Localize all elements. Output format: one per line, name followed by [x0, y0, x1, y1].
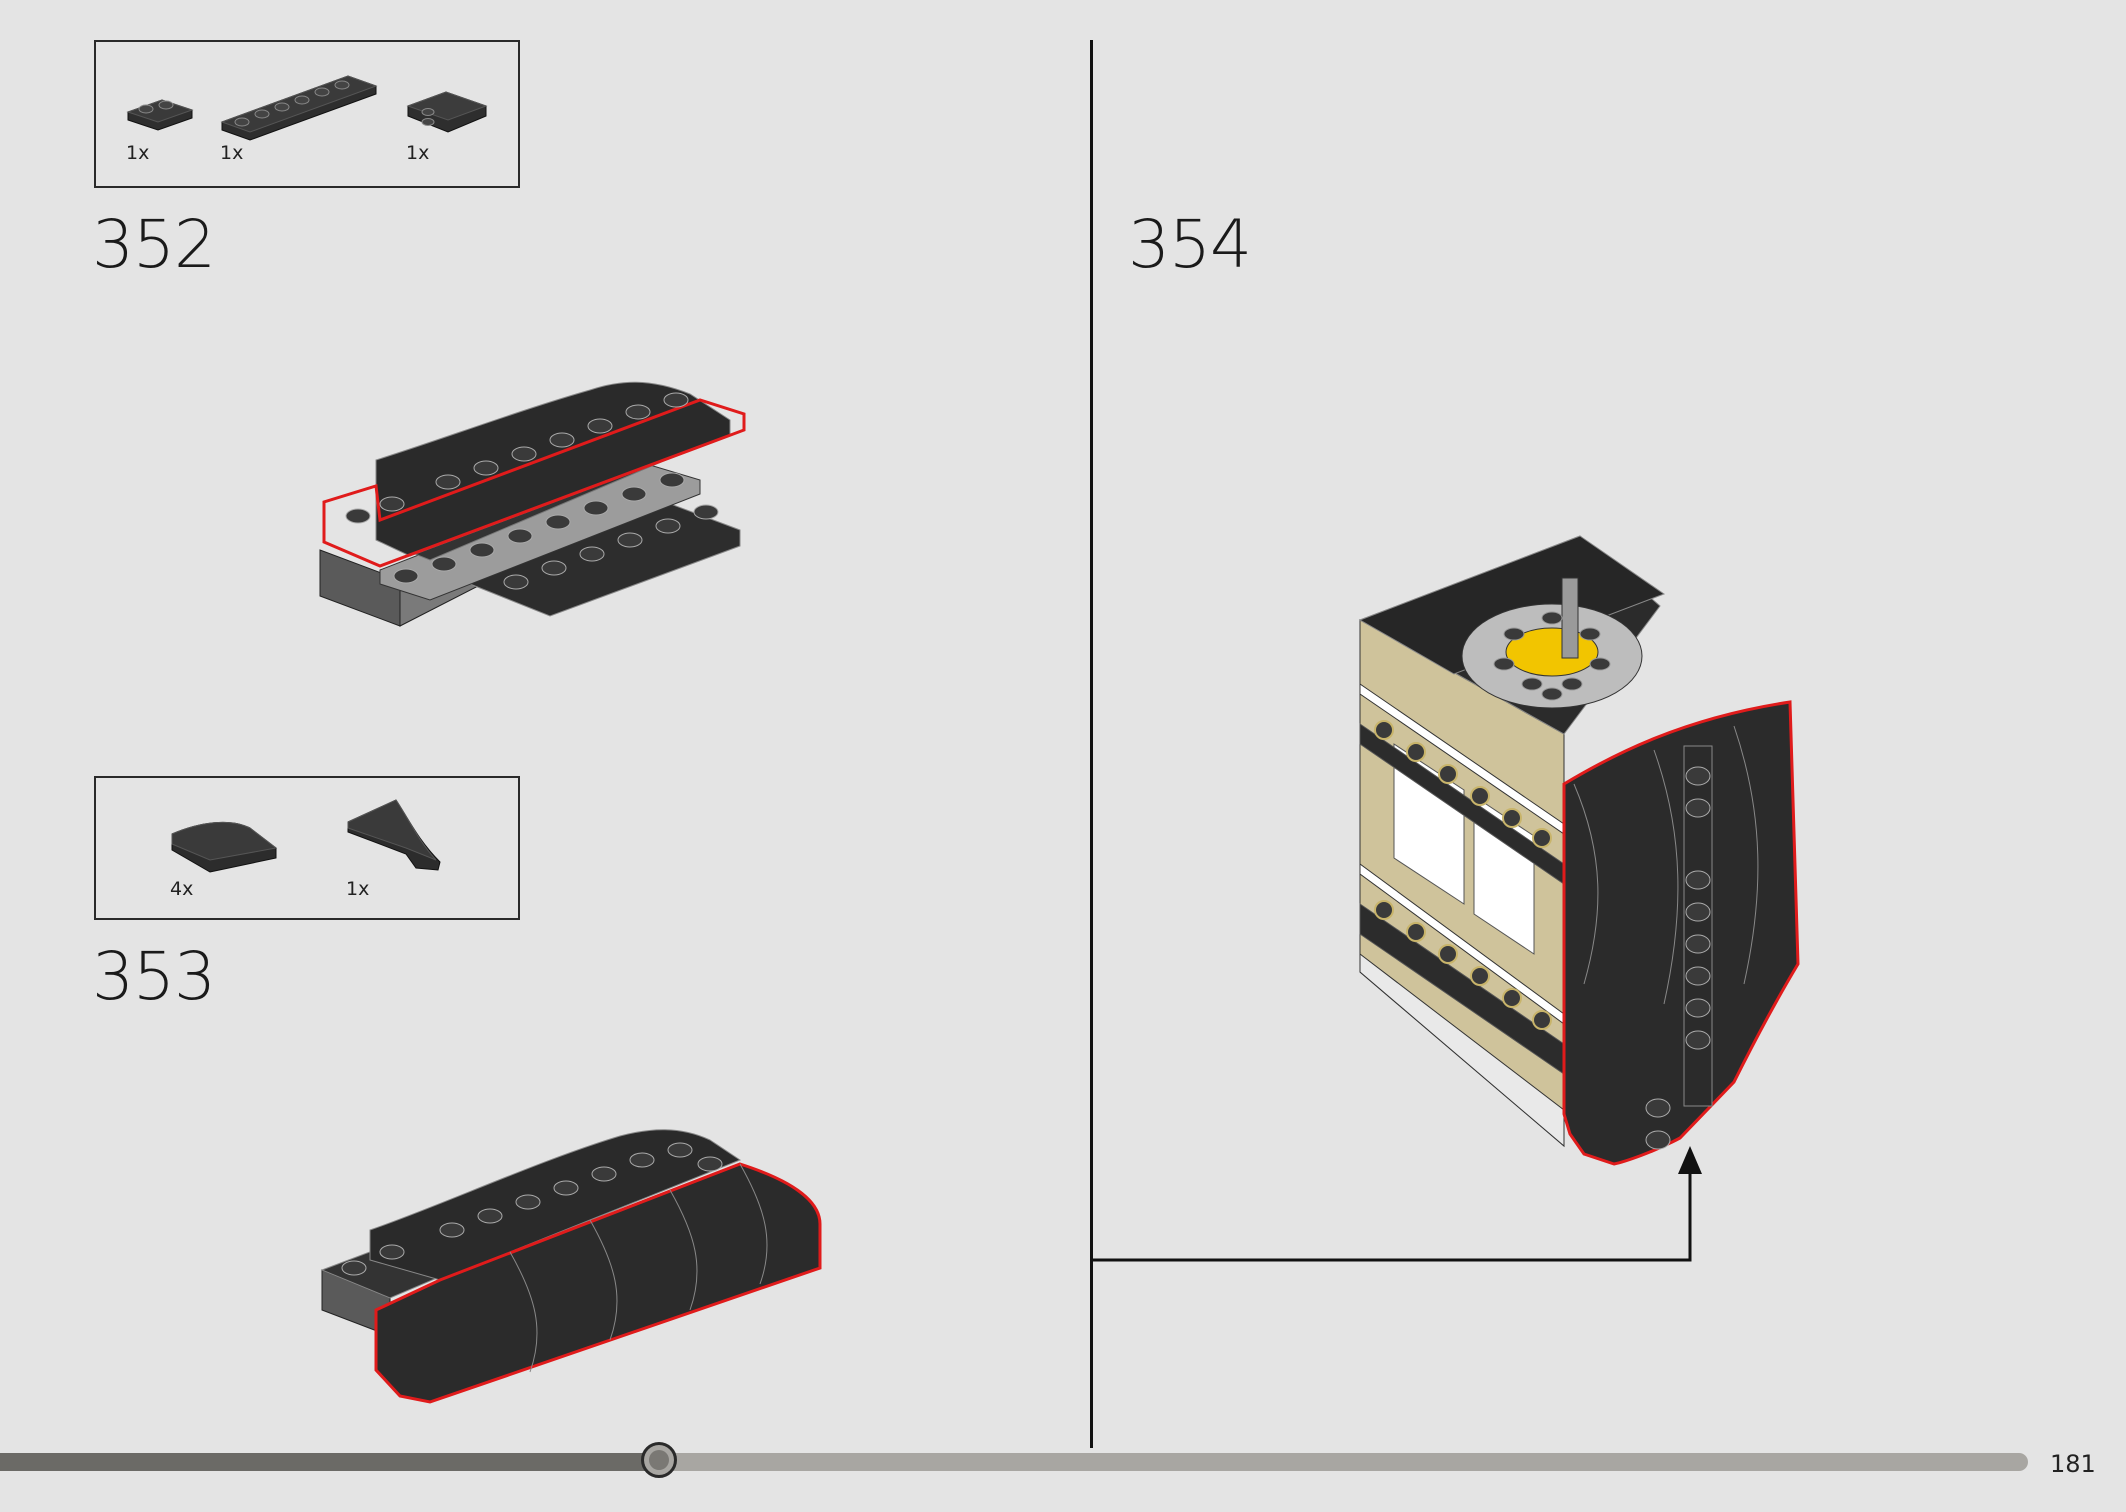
curved-slope-icon	[171, 821, 278, 873]
page-number: 181	[2050, 1450, 2096, 1478]
step-number-353: 353	[92, 938, 216, 1015]
curved-wedge-icon	[347, 799, 441, 871]
assembly-illustration-352	[319, 381, 746, 627]
page-divider	[1090, 40, 1093, 1448]
step-number-352: 352	[92, 206, 216, 283]
parts-callout-352: 1x 1x 1x	[94, 40, 520, 188]
part-qty: 1x	[406, 142, 430, 164]
progress-thumb[interactable]	[641, 1442, 678, 1478]
assembly-illustration-354	[1358, 535, 1800, 1166]
plate-1x6-icon	[220, 75, 378, 141]
part-qty: 1x	[126, 142, 150, 164]
callout-arrow	[1092, 1146, 1702, 1262]
tile-2x2-icon	[406, 91, 488, 133]
part-qty: 1x	[346, 878, 370, 900]
progress-fill	[0, 1453, 660, 1471]
assembly-illustration-353	[320, 1129, 822, 1404]
part-qty: 4x	[170, 878, 194, 900]
parts-callout-353: 4x 1x	[94, 776, 520, 920]
plate-1x2-icon	[126, 99, 194, 131]
part-qty: 1x	[220, 142, 244, 164]
step-number-354: 354	[1128, 206, 1252, 283]
page-progress-bar[interactable]	[0, 1442, 2028, 1478]
